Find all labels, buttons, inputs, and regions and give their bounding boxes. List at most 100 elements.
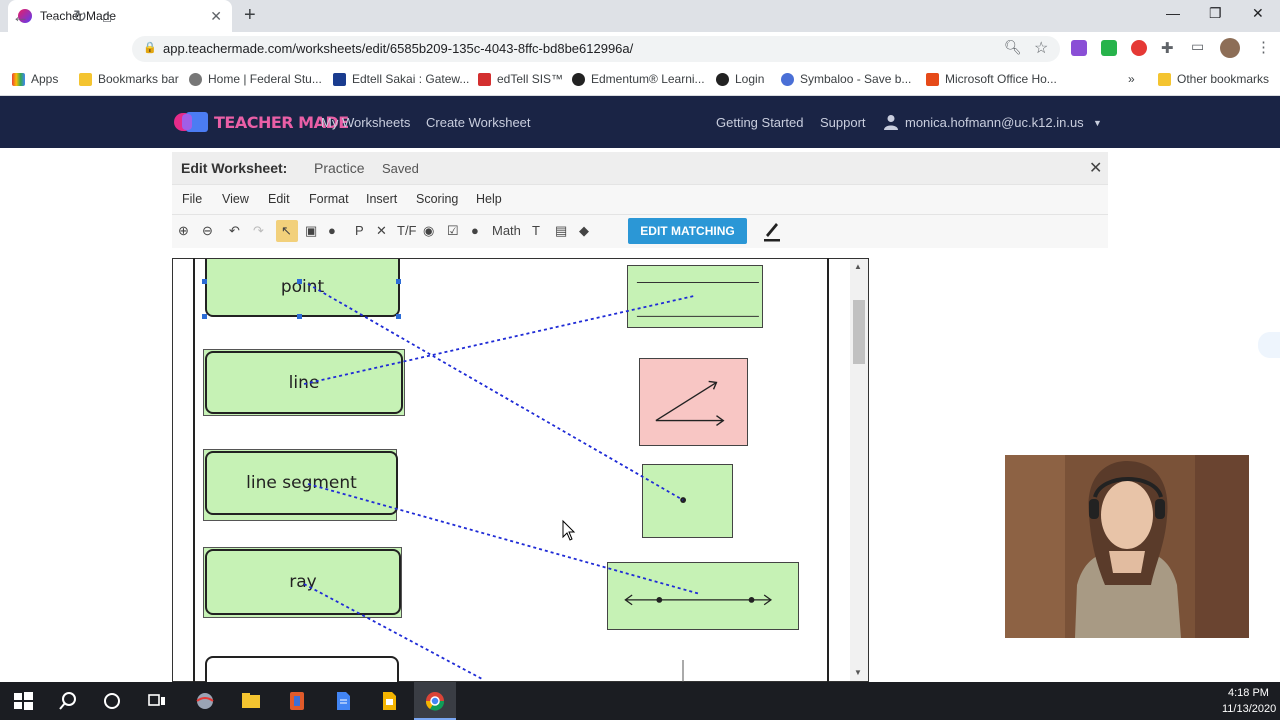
tool-math[interactable]: Math bbox=[492, 223, 521, 238]
scroll-up-arrow-icon[interactable]: ▲ bbox=[854, 262, 862, 271]
eraser-icon[interactable]: ◆ bbox=[579, 223, 589, 238]
fe-icon bbox=[333, 72, 346, 86]
app-tools-icon[interactable] bbox=[286, 690, 308, 712]
logo-text[interactable]: TEACHER MADE bbox=[214, 113, 349, 132]
taskbar-date[interactable]: 11/13/2020 bbox=[1222, 703, 1277, 715]
bookmark-sakai[interactable]: Edtell Sakai : Gatew... bbox=[333, 72, 469, 86]
profile-avatar[interactable] bbox=[1220, 38, 1240, 58]
new-tab-icon[interactable]: + bbox=[244, 4, 256, 26]
reload-icon[interactable]: ↻ bbox=[73, 7, 88, 26]
windows-taskbar bbox=[0, 682, 1280, 720]
term-line[interactable]: line bbox=[205, 351, 403, 414]
restore-icon[interactable]: ❐ bbox=[1209, 5, 1222, 21]
term-point[interactable]: point bbox=[205, 259, 400, 317]
menu-scoring[interactable]: Scoring bbox=[416, 192, 459, 206]
save-status: Saved bbox=[382, 161, 419, 176]
extension-green-icon[interactable] bbox=[1101, 40, 1117, 56]
text-box-icon[interactable]: ▣ bbox=[305, 223, 318, 238]
edit-matching-button[interactable]: EDIT MATCHING bbox=[628, 218, 747, 244]
taskbar-time[interactable]: 4:18 PM bbox=[1228, 687, 1269, 699]
zoom-in-icon[interactable]: ⊕ bbox=[178, 223, 189, 238]
matching-icon[interactable]: ✕ bbox=[376, 223, 387, 238]
home-icon[interactable]: ⌂ bbox=[102, 7, 113, 26]
address-bar[interactable] bbox=[132, 36, 1060, 62]
zoom-out-icon[interactable]: ⊖ bbox=[202, 223, 213, 238]
app-ball-icon[interactable] bbox=[194, 690, 216, 712]
term-line-segment[interactable]: line segment bbox=[205, 451, 398, 515]
bookmark-edtell-sis[interactable]: edTell SIS™ bbox=[478, 72, 563, 86]
extension-puzzle-purple-icon[interactable] bbox=[1071, 40, 1087, 56]
menu-insert[interactable]: Insert bbox=[366, 192, 398, 206]
redo-icon[interactable]: ↷ bbox=[253, 223, 264, 238]
bookmarks-overflow[interactable]: » bbox=[1128, 72, 1135, 86]
scrollbar-thumb[interactable] bbox=[853, 300, 865, 364]
picture-point[interactable] bbox=[642, 464, 733, 538]
webcam-video bbox=[1005, 455, 1249, 638]
chrome-menu-icon[interactable]: ⋮ bbox=[1256, 39, 1271, 56]
bookmark-federal[interactable]: Home | Federal Stu... bbox=[189, 72, 322, 86]
circle-fill-icon[interactable]: ● bbox=[328, 223, 336, 238]
close-editor-icon[interactable]: ✕ bbox=[1089, 160, 1103, 177]
zoom-icon[interactable]: 🔍︎ bbox=[1004, 39, 1022, 55]
term-ray[interactable]: ray bbox=[205, 549, 401, 615]
chrome-icon[interactable] bbox=[424, 690, 446, 712]
menu-help[interactable]: Help bbox=[476, 192, 502, 206]
picture-parallel-lines[interactable] bbox=[627, 265, 763, 328]
bookmark-star-icon[interactable]: ☆ bbox=[1034, 40, 1049, 57]
lock-icon[interactable]: 🔒 bbox=[143, 42, 157, 54]
tool-tf[interactable]: T/F bbox=[397, 223, 417, 238]
url-text[interactable]: app.teachermade.com/worksheets/edit/6585… bbox=[163, 41, 634, 56]
microphone-icon[interactable] bbox=[1258, 332, 1280, 358]
canvas-scrollbar[interactable] bbox=[850, 259, 868, 681]
undo-icon[interactable]: ↶ bbox=[229, 223, 240, 238]
other-bookmarks[interactable]: Other bookmarks bbox=[1158, 72, 1269, 86]
pen-icon[interactable] bbox=[763, 220, 781, 242]
caret-down-icon[interactable]: ▼ bbox=[1093, 118, 1102, 128]
scroll-down-arrow-icon[interactable]: ▼ bbox=[854, 668, 862, 677]
menu-edit[interactable]: Edit bbox=[268, 192, 290, 206]
menu-file[interactable]: File bbox=[182, 192, 203, 206]
cortana-icon[interactable] bbox=[101, 690, 123, 712]
bookmark-symbaloo[interactable]: Symbaloo - Save b... bbox=[781, 72, 911, 86]
symbaloo-icon bbox=[781, 72, 794, 86]
tab-close-icon[interactable]: ✕ bbox=[210, 7, 222, 24]
image-icon[interactable]: ▤ bbox=[555, 223, 568, 238]
menu-format[interactable]: Format bbox=[309, 192, 349, 206]
select-arrow-icon[interactable]: ↖ bbox=[281, 223, 292, 238]
bookmark-login[interactable]: Login bbox=[716, 72, 764, 86]
nav-my-worksheets[interactable]: My Worksheets bbox=[321, 115, 411, 130]
window-close-icon[interactable]: ✕ bbox=[1252, 5, 1264, 21]
menu-view[interactable]: View bbox=[222, 192, 249, 206]
minimize-icon[interactable]: — bbox=[1166, 5, 1180, 21]
browser-tab[interactable]: Teacher Made ✕ bbox=[8, 0, 232, 32]
forward-icon[interactable]: → bbox=[44, 7, 61, 26]
google-slides-icon[interactable] bbox=[378, 690, 400, 712]
picture-line[interactable] bbox=[607, 562, 799, 630]
mouse-icon[interactable]: ● bbox=[471, 223, 479, 238]
bookmark-office[interactable]: Microsoft Office Ho... bbox=[926, 72, 1057, 86]
radio-icon[interactable]: ◉ bbox=[423, 223, 435, 238]
nav-getting-started[interactable]: Getting Started bbox=[716, 115, 804, 130]
file-explorer-icon[interactable] bbox=[240, 690, 262, 712]
teachermade-logo-icon[interactable] bbox=[172, 110, 210, 134]
bookmark-apps[interactable]: Apps bbox=[12, 72, 58, 86]
search-icon[interactable] bbox=[57, 690, 79, 712]
worksheet-name[interactable]: Practice bbox=[314, 160, 365, 176]
extension-red-icon[interactable] bbox=[1131, 40, 1147, 56]
nav-create-worksheet[interactable]: Create Worksheet bbox=[426, 115, 531, 130]
bookmarks-bar bbox=[0, 66, 1280, 96]
extensions-icon[interactable]: ✚ bbox=[1161, 40, 1174, 57]
cast-icon[interactable]: ▭ bbox=[1191, 38, 1205, 54]
bookmark-edmentum[interactable]: Edmentum® Learni... bbox=[572, 72, 705, 86]
tool-t[interactable]: T bbox=[532, 223, 540, 238]
task-view-icon[interactable] bbox=[146, 690, 168, 712]
picture-angle[interactable] bbox=[639, 358, 748, 446]
nav-support[interactable]: Support bbox=[820, 115, 866, 130]
google-docs-icon[interactable] bbox=[332, 690, 354, 712]
checkbox-icon[interactable]: ☑ bbox=[447, 223, 459, 238]
tool-p[interactable]: P bbox=[355, 223, 364, 238]
bookmark-folder[interactable]: Bookmarks bar bbox=[79, 72, 179, 86]
windows-start-icon[interactable] bbox=[12, 690, 34, 712]
back-icon[interactable]: ← bbox=[12, 7, 29, 26]
user-menu[interactable]: monica.hofmann@uc.k12.in.us bbox=[905, 115, 1084, 130]
